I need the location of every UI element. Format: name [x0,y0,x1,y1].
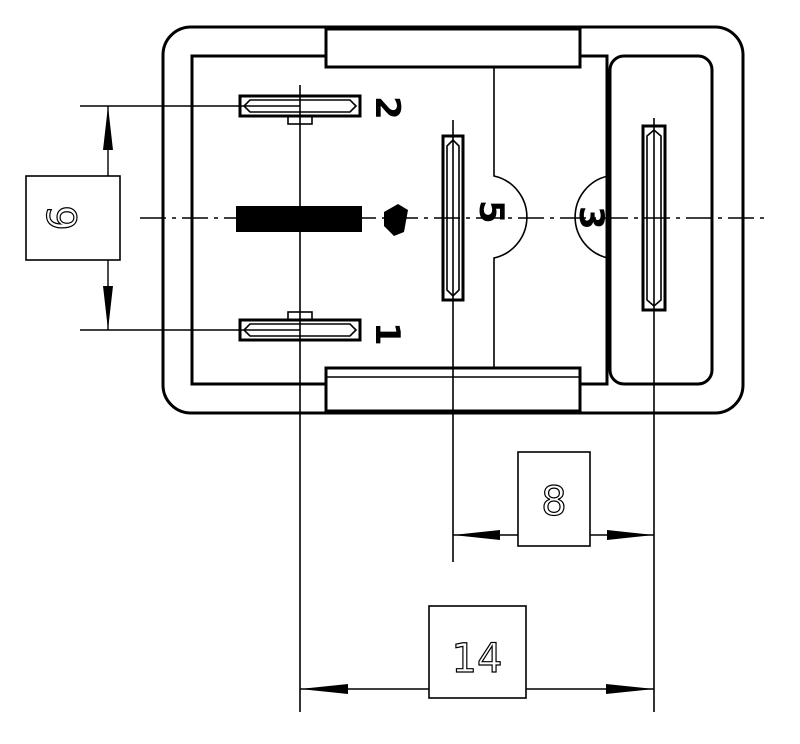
arrow-left-8 [453,530,500,540]
dimension-pitch-1-3: 14 [300,605,654,699]
dimension-value-14: 14 [452,636,503,682]
dimension-value-vertical: 9 [37,205,83,230]
pin-4-blade [236,204,408,236]
pin-label-5: 5 [471,200,511,224]
arrow-down [103,286,113,330]
pin-3-blade [641,124,667,312]
top-latch-tab [324,27,582,69]
partition-right-bulge [574,175,609,259]
housing-inner-cavity-right [608,54,714,386]
partition-left-bulge [493,67,528,368]
pin-label-3: 3 [571,206,611,230]
arrow-left-14 [300,684,348,694]
arrow-up [103,106,113,150]
pin-2-stub [287,115,313,125]
pin-label-1: 1 [367,322,407,346]
arrow-right-8 [607,530,654,540]
pin-4-marker [384,204,408,236]
dimension-box-8 [517,451,591,547]
pin-label-2: 2 [367,96,407,120]
pin-4-body [236,206,362,232]
pin-5-inner [446,138,460,298]
dimension-value-8: 8 [541,479,566,525]
pin-3-outline [641,124,667,312]
pin-5-outline [441,134,465,302]
dimension-box-14 [428,605,527,699]
dimension-pitch-5-3: 8 [453,451,654,547]
dimension-box-vertical [25,175,121,261]
pin-3-inner [646,128,662,308]
dimension-vertical-pitch: 9 [25,105,300,331]
pin-1-stub [287,311,313,321]
pin-5-blade [441,134,465,302]
arrow-right-14 [606,684,654,694]
